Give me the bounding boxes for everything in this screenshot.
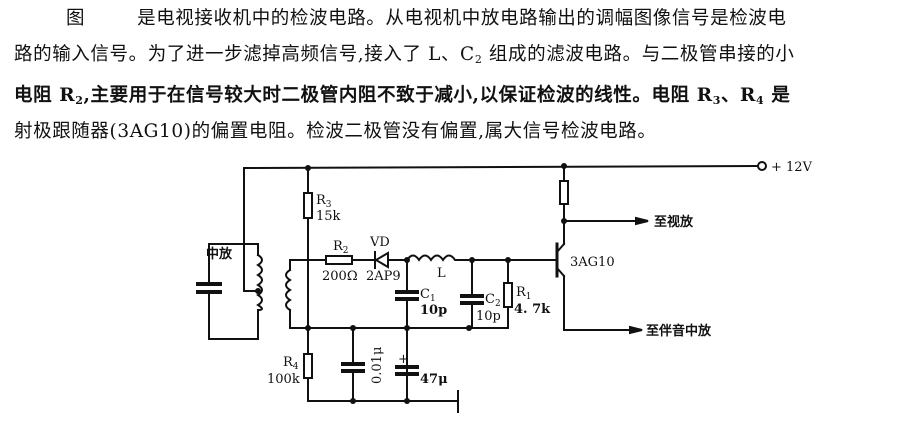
capacitor-c2: [460, 259, 484, 329]
c1-value: 10p: [420, 303, 447, 318]
vd-value: 2AP9: [366, 269, 401, 284]
transistor-label: 3AG10: [570, 255, 615, 270]
c2-value: 10p: [476, 309, 501, 324]
capacitor-electrolytic: [395, 363, 419, 402]
vd-name: VD: [369, 235, 390, 250]
secondary-coil-icon: [285, 268, 292, 312]
figure-ref: 图: [66, 8, 86, 29]
description-line-4: 射极跟随器(3AG10)的偏置电阻。检波二极管没有偏置,属大信号检波电路。: [14, 121, 657, 142]
junction-dot: [404, 325, 410, 331]
r2-value: 200Ω: [322, 269, 358, 284]
description-line-1: 图是电视接收机中的检波电路。从电视机中放电路输出的调幅图像信号是检波电: [66, 8, 787, 29]
resistor-r4: [303, 353, 313, 379]
resistor-r2: [307, 255, 376, 265]
ground-rail: [307, 377, 459, 413]
resistor-r1: [503, 259, 513, 329]
c2-name: C2: [485, 292, 501, 309]
r3-value: 15k: [316, 209, 341, 224]
output-sound-arrow: [563, 275, 643, 335]
description-line-3: 电阻 R2,主要用于在信号较大时二极管内阻不致于减小,以保证检波的线性。电阻 R…: [14, 85, 791, 107]
electrolytic-polarity: +: [398, 352, 409, 367]
l-name: L: [437, 266, 446, 281]
supply-terminal: [757, 161, 767, 171]
output-video-arrow: [563, 216, 649, 226]
r4-value: 100k: [267, 372, 300, 387]
description-line-2: 路的输入信号。为了进一步滤掉高频信号,接入了 L、C2 组成的滤波电路。与二极管…: [14, 44, 795, 66]
electrolytic-value: 47μ: [420, 372, 448, 387]
to-video-amp-label: 至视放: [654, 214, 694, 230]
bypass-cap-value: 0.01μ: [370, 347, 385, 384]
diode-vd: [374, 251, 408, 269]
r2-name: R2: [333, 239, 349, 256]
capacitor-bypass: [341, 327, 365, 402]
transistor-3ag10: [543, 242, 566, 278]
collector-resistor: [559, 165, 569, 245]
r4-name: R4: [283, 355, 299, 372]
junction-dot: [305, 325, 311, 331]
r1-name: R1: [516, 285, 532, 302]
to-sound-if-label: 至伴音中放: [646, 323, 712, 339]
r1-value: 4. 7k: [514, 302, 551, 317]
primary-coil-icon: [256, 253, 263, 312]
c1-name: C1: [420, 287, 436, 304]
junction-dot: [466, 325, 472, 331]
r3-name: R3: [316, 193, 332, 210]
supply-label: + 12V: [771, 160, 813, 175]
if-stage-label: 中放: [206, 246, 233, 262]
inductor-l: [405, 254, 469, 262]
